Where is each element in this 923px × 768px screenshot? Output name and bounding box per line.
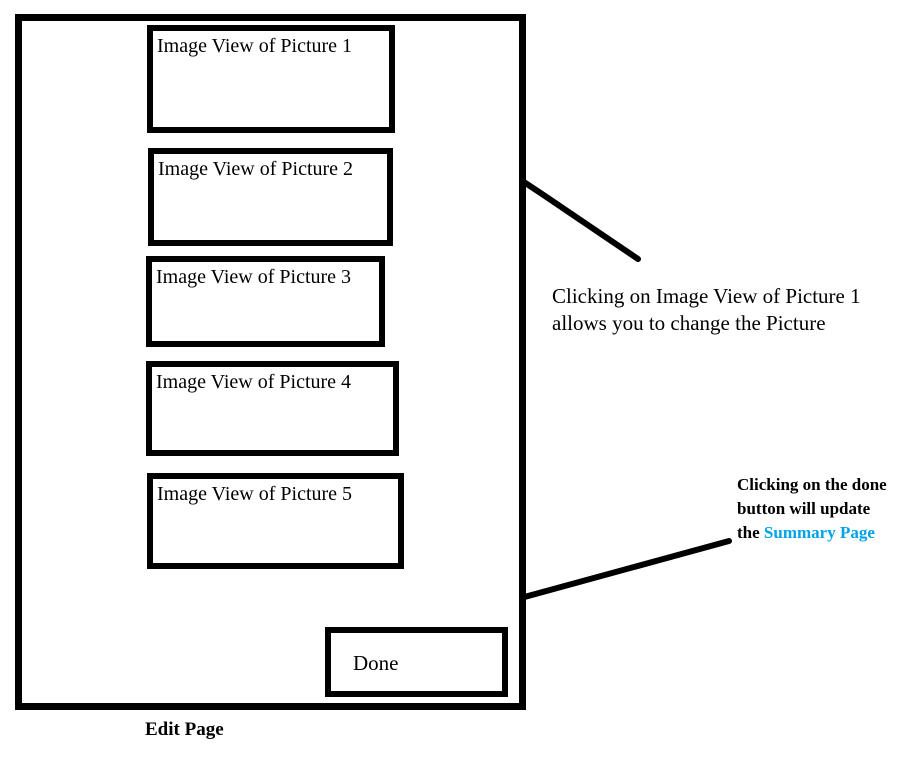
image-view-picture-4[interactable]: Image View of Picture 4 <box>146 361 399 456</box>
picture1-annotation-line1: Clicking on Image View of Picture 1 <box>552 284 861 308</box>
image-view-picture-2-label: Image View of Picture 2 <box>158 158 354 180</box>
image-view-picture-5-label: Image View of Picture 5 <box>157 483 353 505</box>
image-view-picture-2[interactable]: Image View of Picture 2 <box>148 148 393 246</box>
done-annotation: Clicking on the done button will update … <box>737 473 887 545</box>
image-view-picture-3-label: Image View of Picture 3 <box>156 266 352 288</box>
page-title: Edit Page <box>145 719 224 740</box>
done-button[interactable]: Done <box>325 627 508 697</box>
image-view-picture-3[interactable]: Image View of Picture 3 <box>146 256 385 347</box>
picture1-annotation: Clicking on Image View of Picture 1 allo… <box>552 283 861 337</box>
done-annotation-line1: Clicking on the done <box>737 475 887 494</box>
done-button-label: Done <box>353 651 399 675</box>
picture1-annotation-line2: allows you to change the Picture <box>552 311 826 335</box>
image-view-picture-5[interactable]: Image View of Picture 5 <box>147 473 404 569</box>
image-view-picture-1[interactable]: Image View of Picture 1 <box>147 25 395 133</box>
summary-page-link: Summary Page <box>763 523 875 542</box>
done-annotation-line2: button will update <box>737 499 871 518</box>
done-annotation-line3: the Summary Page <box>737 521 887 545</box>
image-view-picture-1-label: Image View of Picture 1 <box>157 35 353 57</box>
done-annotation-line3-prefix: the <box>737 523 764 542</box>
edit-page-frame: Image View of Picture 1 Image View of Pi… <box>15 14 526 710</box>
image-view-picture-4-label: Image View of Picture 4 <box>156 371 352 393</box>
arrow-to-done-button <box>503 538 732 605</box>
